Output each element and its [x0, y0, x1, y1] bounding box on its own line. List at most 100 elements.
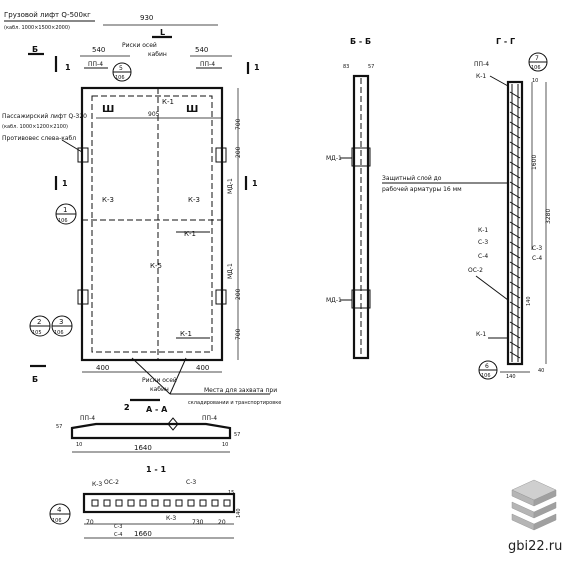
- dim-700-top: 700: [235, 118, 242, 130]
- tag-k3-left: К-3: [102, 196, 114, 204]
- section-gg: Г - Г 7 106 ПП-4 К-1 1600 3280 10 140 40…: [382, 37, 552, 380]
- rebar-tie: [509, 231, 521, 239]
- dim-700-bottom: 700: [235, 328, 242, 340]
- cut-l-top: L: [160, 28, 165, 37]
- panel-inner-contour: [91, 95, 213, 353]
- rebar-tie: [509, 281, 521, 289]
- section-gg-dim-mid: 140: [526, 296, 532, 306]
- rebar-bar: [115, 499, 123, 507]
- section-bb-md1-lower: МД-1: [326, 297, 342, 304]
- section-aa-slab: [70, 422, 232, 440]
- dim-905: 905: [148, 111, 160, 118]
- section-aa-dim-10: 10: [76, 442, 82, 448]
- rebar-tie: [509, 181, 521, 189]
- section-11-c4-bottom: С-4: [114, 532, 122, 538]
- capacity-note: Грузовой лифт Q-500кг: [4, 11, 91, 19]
- section-gg-dim-1600: 1600: [531, 155, 538, 170]
- tag-md1-upper: МД-1: [227, 178, 234, 194]
- section-gg-dim-3280: 3280: [545, 209, 552, 224]
- callout-6-sheet: 106: [481, 373, 491, 379]
- rebar-tie: [509, 351, 521, 359]
- callout-1-sheet: 106: [58, 218, 68, 224]
- watermark: gbi22.ru: [508, 539, 562, 554]
- cut-b-bottom: Б: [32, 375, 38, 384]
- section-gg-c4-right: С-4: [532, 255, 542, 262]
- section-11-k3-top: К-3: [92, 481, 102, 488]
- section-gg-slab: [506, 80, 524, 366]
- section-11-dim-20: 20: [218, 519, 226, 526]
- callout-4-sheet: 106: [52, 518, 62, 524]
- section-aa-pp4-left: ПП-4: [80, 415, 95, 422]
- dim-540-right: 540: [195, 46, 208, 54]
- cut-1-right: 1: [254, 63, 260, 72]
- rebar-tie: [509, 161, 521, 169]
- section-aa-dim-10-right: 10: [222, 442, 228, 448]
- axes-label-bottom-2: кабин: [150, 386, 169, 393]
- callout-3-num: 3: [59, 318, 63, 326]
- dim-400-right: 400: [196, 364, 209, 372]
- capacity-dims: (кабл. 1000×1500×2000): [4, 25, 70, 31]
- rebar-tie: [509, 311, 521, 319]
- callout-4-num: 4: [57, 506, 62, 514]
- rebar-tie: [509, 241, 521, 249]
- callout-5-sheet: 106: [115, 75, 125, 81]
- callout-7-106: 7 106: [528, 52, 548, 72]
- section-aa-pp4-right: ПП-4: [202, 415, 217, 422]
- tag-pp4-right: ПП-4: [200, 61, 215, 68]
- rebar-bar: [187, 499, 195, 507]
- callout-7-num: 7: [535, 55, 539, 62]
- section-gg-dim-140: 140: [506, 374, 516, 380]
- dim-540-left: 540: [92, 46, 105, 54]
- section-11-dim-140: 140: [236, 508, 242, 518]
- stacked-slabs-icon: [511, 479, 557, 531]
- rebar-bar: [163, 499, 171, 507]
- section-11-dim-730: 730: [192, 519, 204, 526]
- dim-200-lower: 200: [235, 288, 242, 300]
- tag-k3-right: К-3: [188, 196, 200, 204]
- axes-label-top: Риски осей: [122, 42, 157, 49]
- section-11-k3-bottom: К-3: [166, 515, 176, 522]
- section-bb-title: Б - Б: [350, 37, 371, 46]
- callout-3-106: 3 106: [51, 315, 73, 337]
- section-11: 1 - 1 К-3 ОС-2 С-3 15 4 106 К-3 С-3 С-4 …: [49, 465, 242, 539]
- embedded-part-left-upper: [77, 147, 89, 163]
- cut-2-label: 2: [124, 403, 130, 412]
- section-gg-pp4: ПП-4: [474, 61, 489, 68]
- section-aa-title: А - А: [146, 405, 168, 414]
- embedded-part-right-upper: [215, 147, 227, 163]
- tag-md1-lower: МД-1: [227, 263, 234, 279]
- callout-7-sheet: 106: [531, 65, 541, 71]
- cut-1-top: 1: [65, 63, 71, 72]
- tag-k1-bottom: К-1: [180, 330, 192, 338]
- rebar-tie: [509, 321, 521, 329]
- section-11-oc2: ОС-2: [104, 479, 119, 486]
- rebar-bar: [223, 499, 231, 507]
- rebar-tie: [509, 171, 521, 179]
- section-aa-loop-icon: [167, 417, 179, 431]
- callout-6-106: 6 106: [478, 360, 498, 380]
- section-gg-dim-10: 10: [532, 78, 538, 84]
- section-gg-c4-left: С-4: [478, 253, 488, 260]
- callout-2-num: 2: [37, 318, 41, 326]
- section-gg-k1-bottom: К-1: [476, 331, 486, 338]
- callout-1-num: 1: [63, 206, 67, 214]
- cut-1-mid-right: 1: [252, 179, 258, 188]
- dim-400-left: 400: [96, 364, 109, 372]
- cut-1-mid-left: 1: [62, 179, 68, 188]
- rebar-bar: [211, 499, 219, 507]
- counterweight-note: Противовес слева-кабл: [2, 135, 76, 142]
- lifting-note-line1: Места для захвата при: [204, 387, 277, 394]
- rebar-bar: [127, 499, 135, 507]
- rebar-tie: [509, 291, 521, 299]
- rebar-tie: [509, 301, 521, 309]
- tag-k5: К-5: [150, 262, 162, 270]
- rebar-tie: [509, 211, 521, 219]
- section-11-dim-70: 70: [86, 519, 94, 526]
- section-gg-dim-40: 40: [538, 368, 544, 374]
- tag-k1-top: К-1: [162, 98, 174, 106]
- section-gg-cover-line1: Защитный слой до: [382, 175, 442, 182]
- section-11-dim-1660: 1660: [134, 530, 152, 538]
- rebar-tie: [509, 251, 521, 259]
- embedded-part-left-lower: [77, 289, 89, 305]
